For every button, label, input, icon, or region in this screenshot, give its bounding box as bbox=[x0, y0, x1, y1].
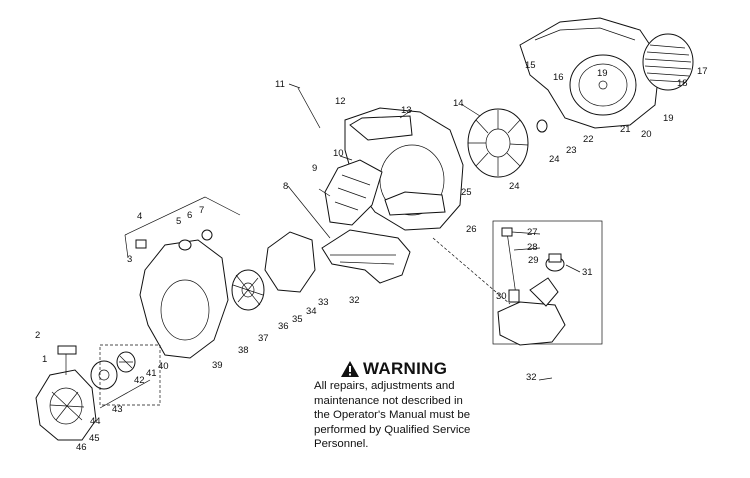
callout-40: 40 bbox=[158, 361, 169, 372]
callout-16: 16 bbox=[553, 72, 564, 83]
callout-32b: 32 bbox=[526, 372, 537, 383]
starter-pulley bbox=[90, 360, 118, 390]
callout-5: 5 bbox=[176, 216, 181, 227]
callout-23: 23 bbox=[566, 145, 577, 156]
callout-4: 4 bbox=[137, 211, 142, 222]
flywheel bbox=[231, 269, 265, 311]
callout-44: 44 bbox=[90, 416, 101, 427]
callout-12: 12 bbox=[335, 96, 346, 107]
callout-9: 9 bbox=[312, 163, 317, 174]
warning-text: All repairs, adjustments and maintenance… bbox=[314, 380, 471, 451]
callout-10: 10 bbox=[333, 148, 344, 159]
mounting-plate bbox=[264, 231, 316, 293]
callout-37: 37 bbox=[258, 333, 269, 344]
callout-labels: 1 2 3 4 5 6 7 8 9 10 11 12 13 14 15 16 1… bbox=[35, 60, 708, 453]
callout-20: 20 bbox=[641, 129, 652, 140]
fan-impeller bbox=[467, 108, 529, 178]
warning-header: WARNING bbox=[340, 358, 514, 380]
callout-2: 2 bbox=[35, 330, 40, 341]
callout-43: 43 bbox=[112, 404, 123, 415]
callout-13: 13 bbox=[401, 105, 412, 116]
callout-38: 38 bbox=[238, 345, 249, 356]
callout-36: 36 bbox=[278, 321, 289, 332]
starter-handle bbox=[57, 345, 77, 375]
callout-17: 17 bbox=[697, 66, 708, 77]
callout-42: 42 bbox=[134, 375, 145, 386]
callout-41: 41 bbox=[146, 368, 157, 379]
callout-1: 1 bbox=[42, 354, 47, 365]
recoil-spring bbox=[116, 351, 136, 373]
washer bbox=[536, 119, 548, 133]
starter-housing bbox=[35, 369, 97, 441]
callout-19a: 19 bbox=[597, 68, 608, 79]
callout-32a: 32 bbox=[349, 295, 360, 306]
warning-triangle-icon bbox=[341, 361, 359, 377]
callout-34: 34 bbox=[306, 306, 317, 317]
inlet-guard-grille bbox=[642, 33, 694, 91]
callout-27: 27 bbox=[527, 227, 538, 238]
callout-6: 6 bbox=[187, 210, 192, 221]
callout-26: 26 bbox=[466, 224, 477, 235]
warning-notice: WARNING All repairs, adjustments and mai… bbox=[314, 358, 514, 452]
callout-14: 14 bbox=[453, 98, 464, 109]
callout-22: 22 bbox=[583, 134, 594, 145]
callout-33: 33 bbox=[318, 297, 329, 308]
callout-29: 29 bbox=[528, 255, 539, 266]
fan-housing bbox=[344, 107, 464, 231]
callout-45: 45 bbox=[89, 433, 100, 444]
callout-3: 3 bbox=[127, 254, 132, 265]
small-hardware bbox=[135, 87, 321, 251]
callout-28: 28 bbox=[527, 242, 538, 253]
blower-tube bbox=[321, 229, 411, 284]
callout-19b: 19 bbox=[663, 113, 674, 124]
callout-24b: 24 bbox=[509, 181, 520, 192]
fuel-cap bbox=[545, 253, 565, 272]
callout-7: 7 bbox=[199, 205, 204, 216]
callout-35: 35 bbox=[292, 314, 303, 325]
callout-46: 46 bbox=[76, 442, 87, 453]
callout-39: 39 bbox=[212, 360, 223, 371]
fuel-line-assembly bbox=[501, 227, 520, 303]
callout-31: 31 bbox=[582, 267, 593, 278]
engine-housing bbox=[139, 239, 229, 359]
blower-housing-right bbox=[519, 17, 661, 129]
fuel-parts-box bbox=[492, 220, 603, 345]
callout-15: 15 bbox=[525, 60, 536, 71]
leader-lines bbox=[99, 83, 581, 409]
assembly-bracket-line bbox=[124, 196, 241, 236]
callout-11: 11 bbox=[275, 79, 285, 90]
fuel-tank bbox=[497, 277, 566, 346]
callout-18: 18 bbox=[677, 78, 688, 89]
callout-8: 8 bbox=[283, 181, 288, 192]
callout-24a: 24 bbox=[549, 154, 560, 165]
callout-25: 25 bbox=[461, 187, 472, 198]
warning-title: WARNING bbox=[363, 359, 448, 378]
starter-group-bracket bbox=[99, 344, 161, 406]
callout-21: 21 bbox=[620, 124, 631, 135]
shroud-cover bbox=[324, 159, 383, 226]
callout-30: 30 bbox=[496, 291, 507, 302]
